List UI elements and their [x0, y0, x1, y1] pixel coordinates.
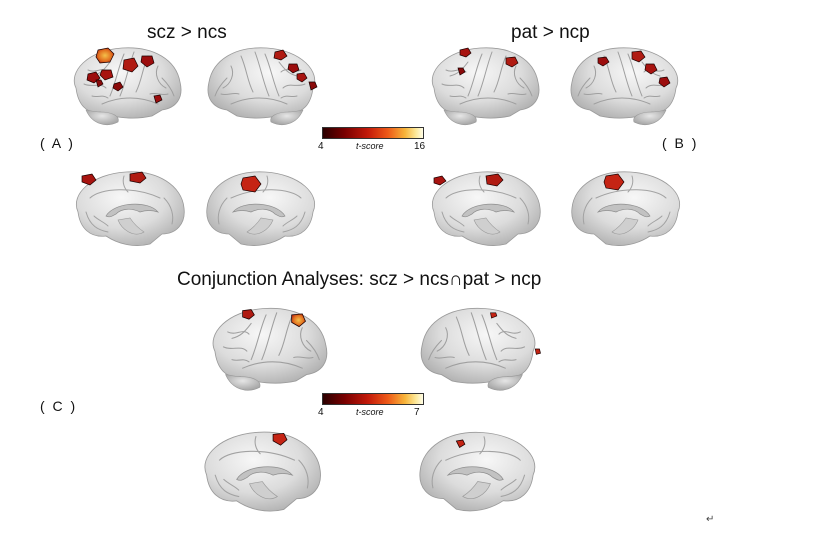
- brain-c-right-lateral: [420, 307, 541, 391]
- activation-clusters: [240, 175, 262, 193]
- title-conjunction: Conjunction Analyses: scz > ncs∩pat > nc…: [177, 269, 542, 290]
- title-pat-ncp: pat > ncp: [511, 22, 590, 43]
- brain-b-right-lateral: [570, 47, 679, 126]
- activation-clusters: [490, 312, 541, 355]
- panel-label-b: ( B ): [662, 135, 699, 151]
- panel-label-a: ( A ): [40, 135, 75, 151]
- brain-c-left-lateral: [212, 307, 328, 391]
- activation-clusters: [455, 439, 466, 448]
- brain-a-right-lateral: [207, 47, 318, 126]
- colorbar-bottom-min: 4: [318, 407, 324, 418]
- brain-c-right-medial: [419, 431, 536, 512]
- brain-a-right-medial: [206, 171, 316, 247]
- colorbar-top-min: 4: [318, 141, 324, 152]
- colorbar-bottom-label: t-score: [356, 407, 384, 417]
- brain-b-left-medial: [431, 171, 541, 247]
- colorbar-top-label: t-score: [356, 141, 384, 151]
- colorbar-bottom: [322, 393, 424, 405]
- title-scz-ncs: scz > ncs: [147, 22, 227, 43]
- colorbar-top: [322, 127, 424, 139]
- paragraph-mark: ↵: [706, 514, 715, 525]
- activation-clusters: [272, 432, 288, 446]
- brain-b-right-medial: [571, 171, 681, 247]
- activation-clusters: [242, 309, 306, 328]
- brain-c-left-medial: [204, 431, 322, 512]
- activation-clusters: [86, 47, 163, 104]
- activation-clusters: [273, 49, 318, 91]
- colorbar-bottom-max: 7: [414, 407, 420, 418]
- activation-clusters: [81, 171, 147, 186]
- activation-clusters: [597, 50, 671, 88]
- activation-clusters: [457, 47, 519, 76]
- brain-b-left-lateral: [431, 47, 540, 126]
- brain-a-left-lateral: [73, 47, 182, 126]
- panel-label-c: ( C ): [40, 398, 78, 414]
- brain-a-left-medial: [75, 171, 185, 247]
- colorbar-top-max: 16: [414, 141, 426, 152]
- activation-clusters: [603, 173, 625, 191]
- activation-clusters: [433, 173, 504, 187]
